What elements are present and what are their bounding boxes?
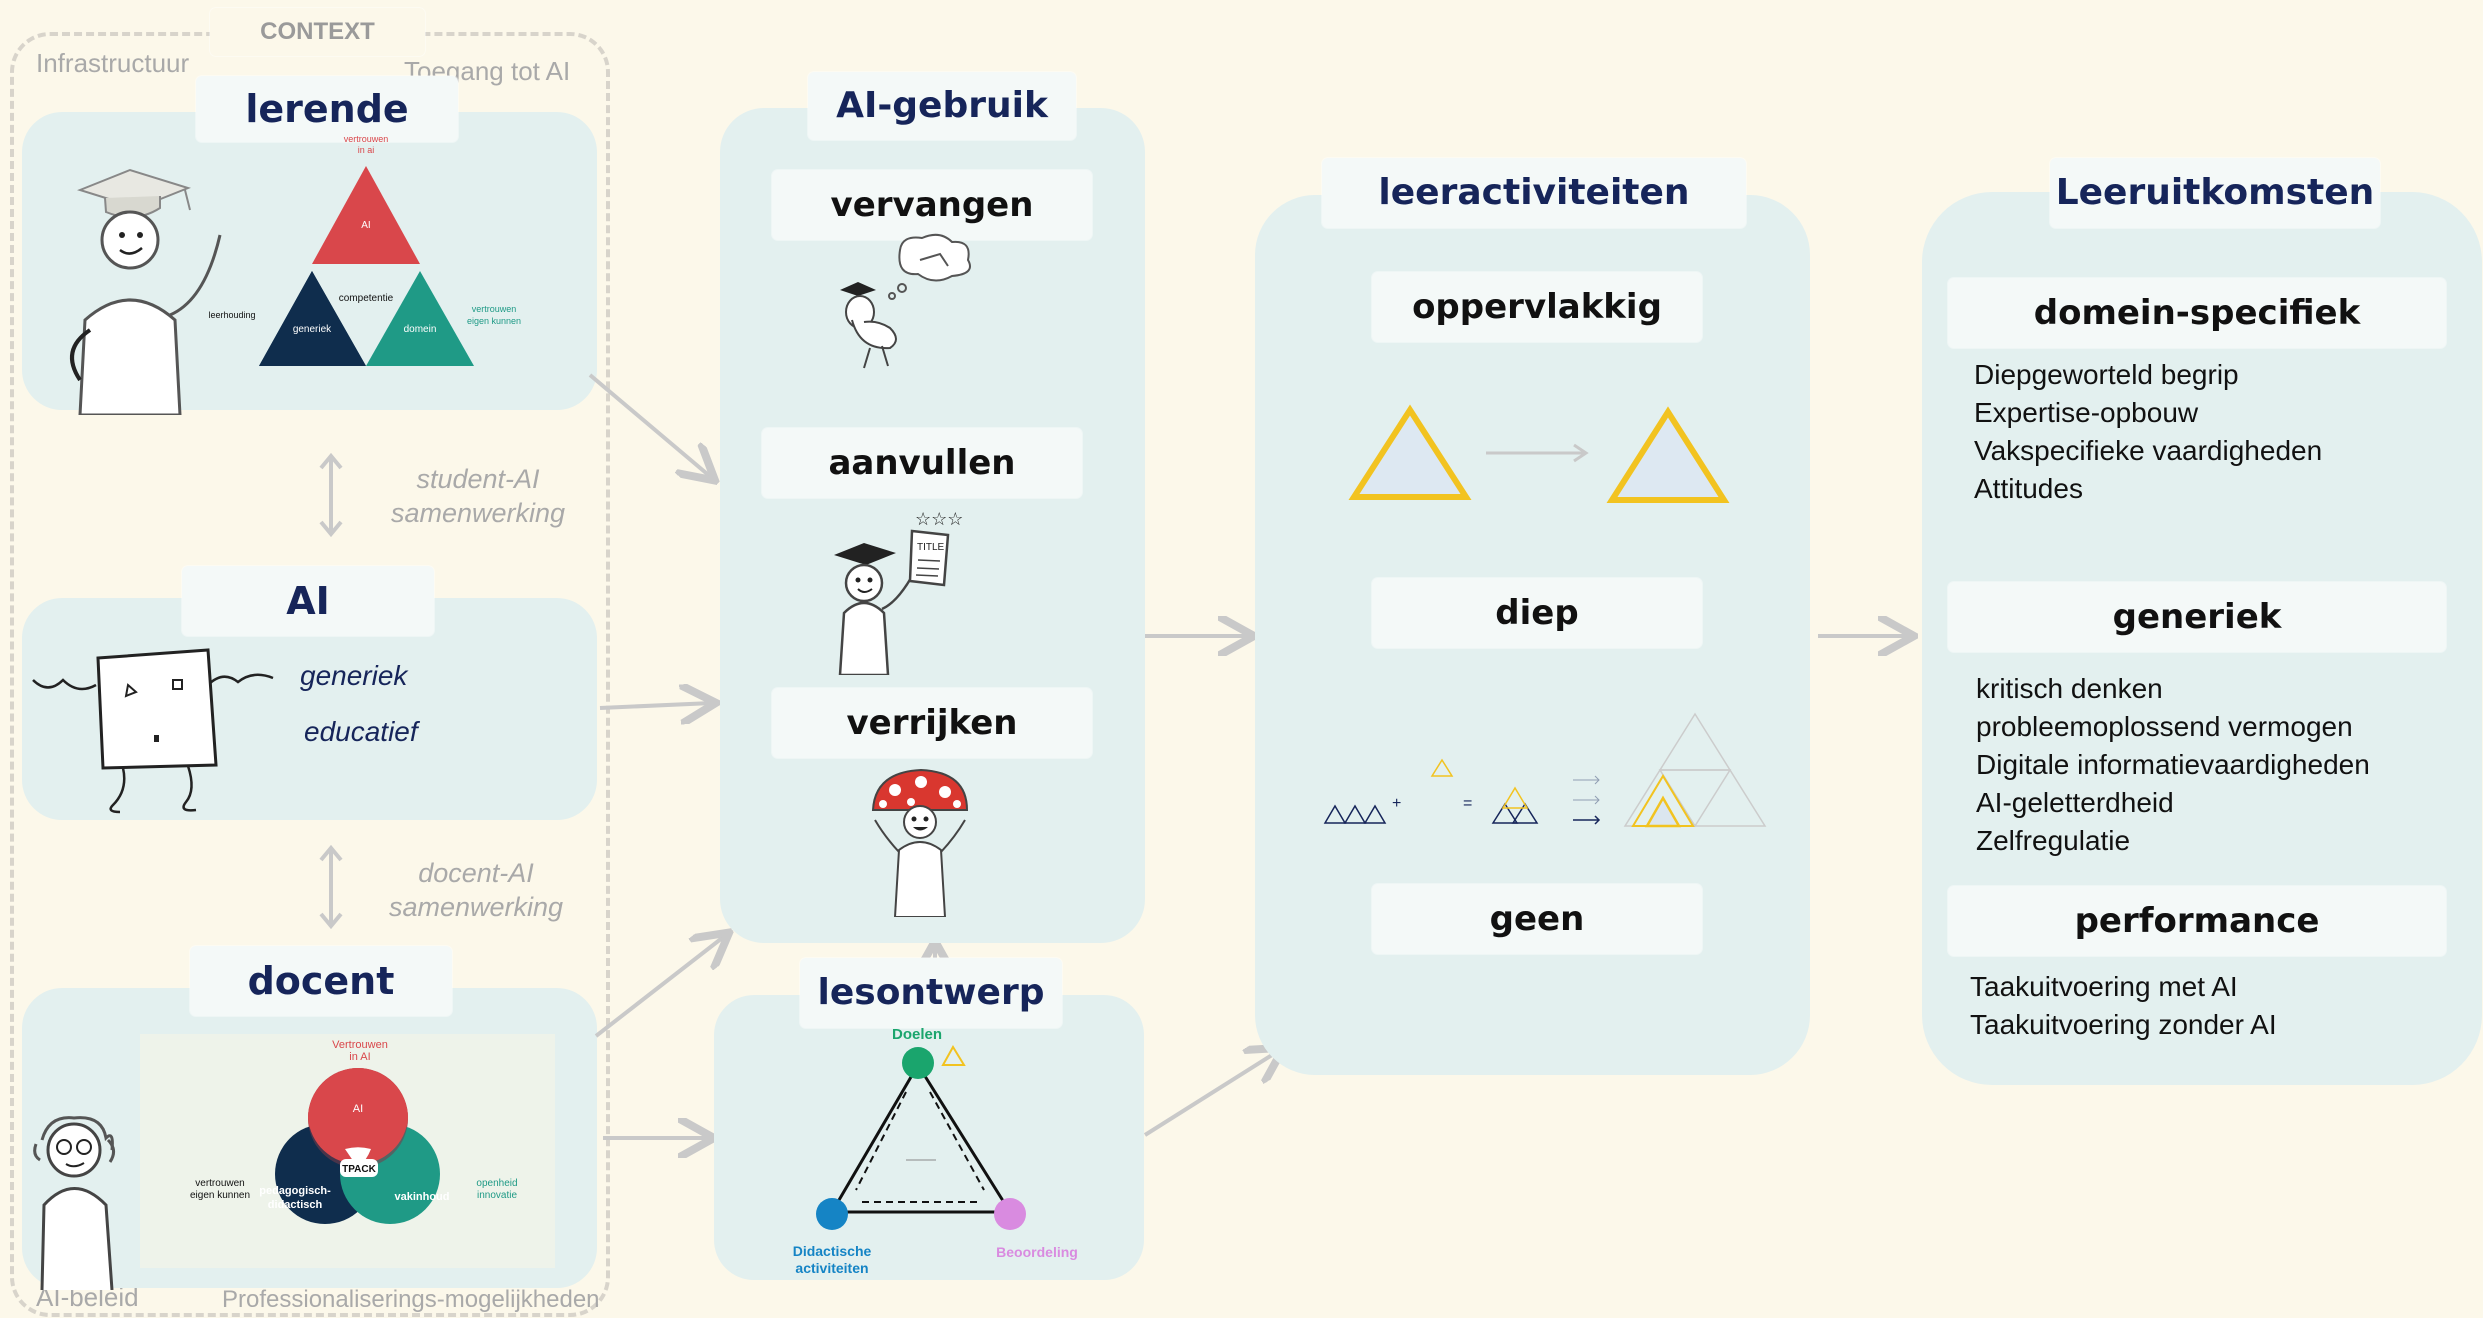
venn-right: vakinhoud [394, 1191, 449, 1203]
paper-title-text: TITLE [917, 542, 945, 553]
list-item: kritisch denken [1976, 673, 2163, 704]
activity-level-deep: diep [1372, 578, 1702, 648]
outcome-generic-list: kritisch denken probleemoplossend vermog… [1976, 670, 2370, 860]
venn-left-2: didactisch [268, 1199, 323, 1211]
outcome-performance-list: Taakuitvoering met AI Taakuitvoering zon… [1970, 968, 2277, 1044]
ai-title: AI [182, 566, 434, 636]
infrastructure-label: Infrastructuur [36, 48, 190, 78]
learner-to-aiuse-arrow [588, 373, 712, 478]
triangle-center: competentie [339, 293, 394, 304]
outcome-group-generic: generiek [1948, 582, 2446, 652]
triangle-left: generiek [293, 324, 332, 335]
teacher-ai-double-arrow-icon [319, 844, 343, 930]
triangle-right: domein [404, 324, 437, 335]
venn-right-outer-2: innovatie [477, 1190, 517, 1201]
yellow-triangle-icon [941, 1045, 966, 1066]
learner-triangle-diagram: vertrouwen in ai AI competentie generiek… [208, 134, 521, 366]
venn-center: TPACK [342, 1164, 376, 1175]
teacher-ai-collab-label: docent-AI samenwerking [376, 856, 576, 924]
teacher-ai-collab-line1: docent-AI [418, 858, 534, 888]
list-item: Digitale informatievaardigheden [1976, 749, 2370, 780]
venn-right-outer: openheid [476, 1178, 517, 1189]
svg-text:☆☆☆: ☆☆☆ [915, 509, 963, 529]
list-item: Attitudes [1974, 473, 2083, 504]
list-item: Zelfregulatie [1976, 825, 2131, 856]
ai-use-level-enrich: verrijken [772, 688, 1092, 758]
learner-figure [70, 168, 222, 415]
svg-text:=: = [1463, 795, 1472, 812]
venn-top-label-2: in AI [349, 1051, 370, 1063]
ai-use-level-replace: vervangen [772, 170, 1092, 240]
outcome-group-domain: domein-specifiek [1948, 278, 2446, 348]
list-item: Expertise-opbouw [1974, 397, 2199, 428]
teacher-ai-collab-line2: samenwerking [388, 892, 564, 922]
context-title: CONTEXT [210, 8, 425, 56]
venn-left: pedagogisch- [259, 1185, 331, 1197]
node-activities-label: Didactische [793, 1243, 872, 1259]
bird-thinking-icon [840, 233, 971, 369]
node-goals-label: Doelen [892, 1026, 942, 1043]
list-item: probleemoplossend vermogen [1976, 711, 2353, 742]
outcome-domain-list: Diepgeworteld begrip Expertise-opbouw Va… [1974, 356, 2322, 508]
ai-type-generic: generiek [300, 660, 408, 691]
deep-learning-triangles-icon: + = [1323, 712, 1767, 828]
svg-text:+: + [1392, 795, 1401, 812]
ai-use-level-supplement: aanvullen [762, 428, 1082, 498]
graduation-cap-icon [77, 168, 191, 219]
outcomes-title: Leeruitkomsten [2050, 158, 2380, 228]
list-item: AI-geletterdheid [1976, 787, 2174, 818]
venn-top: AI [353, 1103, 363, 1115]
node-activities-label-2: activiteiten [795, 1260, 868, 1276]
activity-level-none: geen [1372, 884, 1702, 954]
lesson-design-title: lesontwerp [800, 958, 1062, 1028]
mushroom-character-icon [871, 768, 969, 917]
triangle-top: AI [361, 220, 370, 231]
triangle-top-label-2: in ai [358, 145, 375, 155]
node-assessment-label: Beoordeling [996, 1244, 1078, 1260]
outcome-group-performance: performance [1948, 886, 2446, 956]
goals-node [902, 1047, 934, 1079]
tpack-venn-diagram: Vertrouwen in AI AI TPACK pedagogisch- d… [190, 1039, 518, 1224]
ai-use-title: AI-gebruik [808, 72, 1076, 140]
student-ai-collab-line1: student-AI [416, 464, 540, 494]
lesson-design-triangle: Doelen Didactische activiteiten Beoordel… [793, 1026, 1078, 1276]
triangle-top-label: vertrouwen [344, 134, 389, 144]
list-item: Taakuitvoering zonder AI [1970, 1009, 2277, 1040]
venn-top-label: Vertrouwen [332, 1039, 388, 1051]
teacher-to-aiuse-arrow [594, 935, 726, 1038]
activities-node [816, 1198, 848, 1230]
assessment-node [994, 1198, 1026, 1230]
triangle-right-outer-2: eigen kunnen [467, 316, 521, 326]
student-ai-double-arrow-icon [319, 452, 343, 538]
venn-left-outer-2: eigen kunnen [190, 1190, 250, 1201]
triangle-left-outer: leerhouding [208, 310, 255, 320]
list-item: Vakspecifieke vaardigheden [1974, 435, 2323, 466]
ai-type-educational: educatief [304, 716, 418, 747]
student-with-paper-icon: ☆☆☆ TITLE [834, 509, 963, 675]
ai-robot-figure [32, 648, 274, 814]
list-item: Diepgeworteld begrip [1974, 359, 2239, 390]
teacher-figure [33, 1116, 115, 1290]
list-item: Taakuitvoering met AI [1970, 971, 2238, 1002]
student-ai-collab-line2: samenwerking [390, 498, 566, 528]
lesson-design-panel [714, 995, 1144, 1280]
triangle-right-outer: vertrouwen [472, 304, 517, 314]
learning-activities-title: leeractiviteiten [1322, 158, 1746, 228]
professionalisation-label: Professionaliserings-mogelijkheden [222, 1286, 600, 1313]
learner-title: lerende [196, 76, 458, 142]
venn-left-outer: vertrouwen [195, 1178, 244, 1189]
activity-level-superficial: oppervlakkig [1372, 272, 1702, 342]
ai-to-aiuse-arrow [599, 703, 712, 708]
student-ai-collab-label: student-AI samenwerking [378, 462, 578, 530]
superficial-triangles-icon [1348, 404, 1730, 503]
lesson-to-activities-arrow [1143, 1050, 1280, 1137]
teacher-title: docent [190, 946, 452, 1016]
